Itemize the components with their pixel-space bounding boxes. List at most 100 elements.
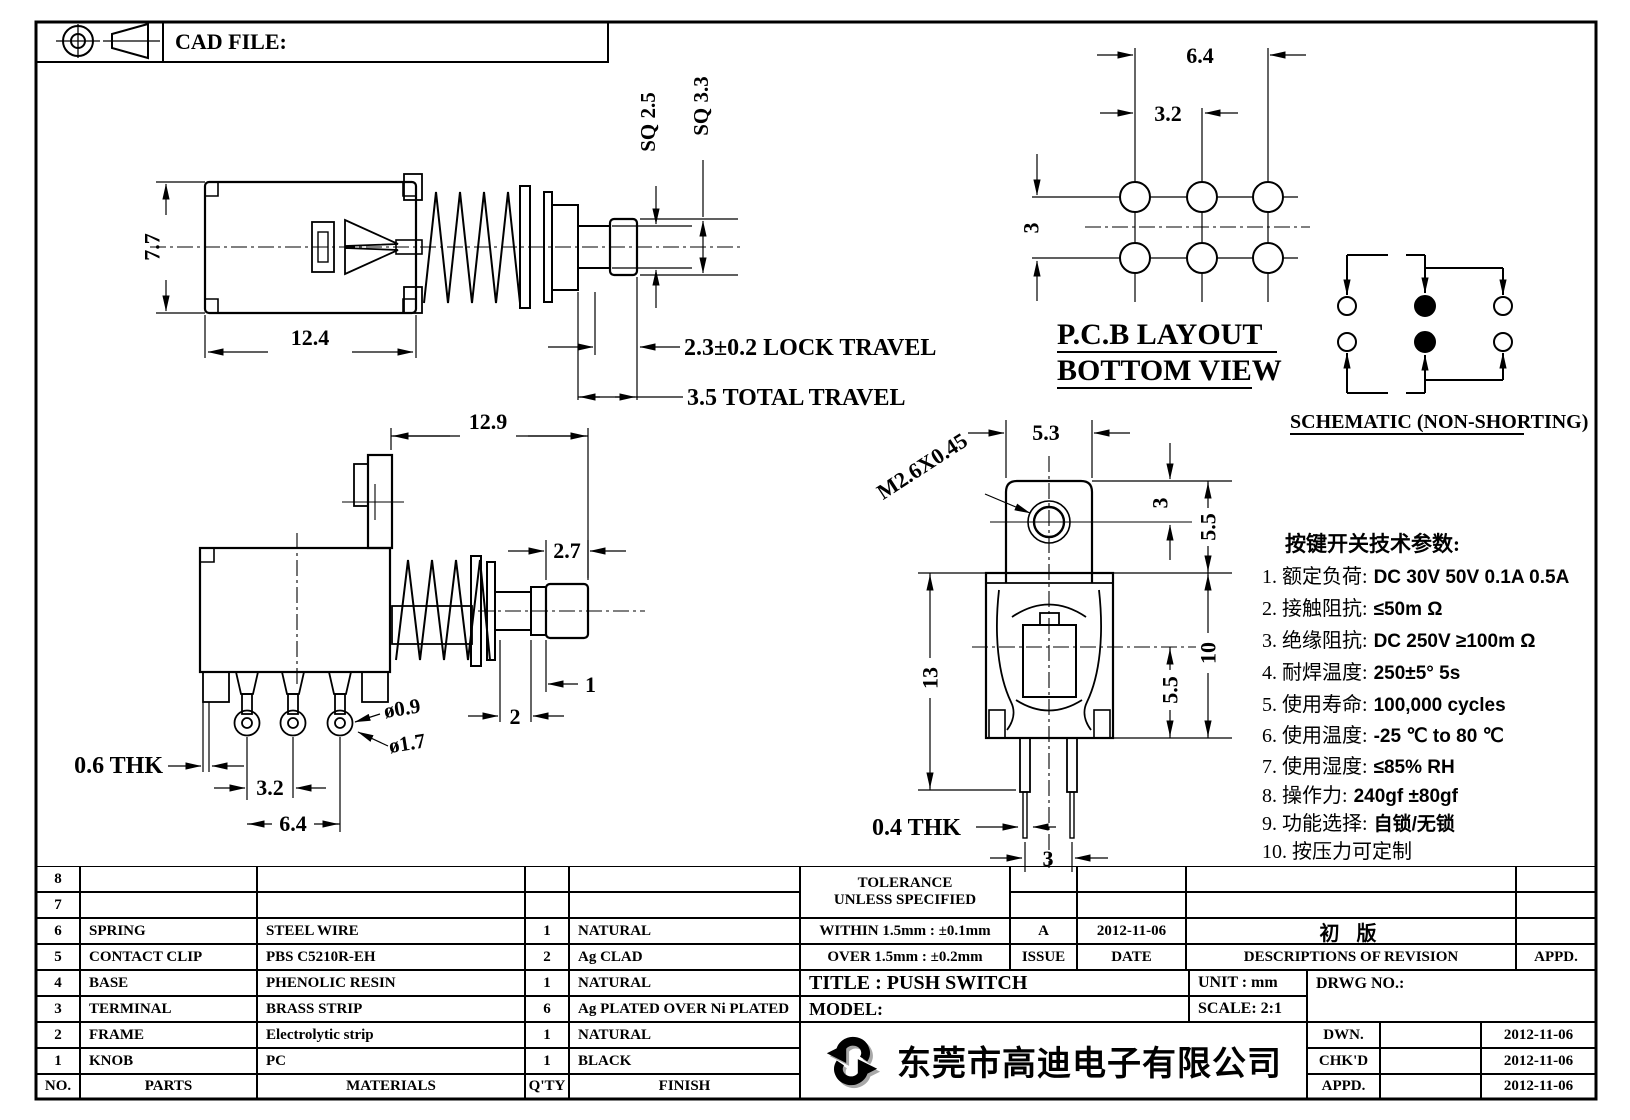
- parameter-item: 1. 额定负荷:DC 30V 50V 0.1A 0.5A: [1262, 560, 1569, 589]
- table-cell-materials: [257, 866, 525, 892]
- schematic-diagram: SCHEMATIC (NON-SHORTING): [1290, 254, 1588, 435]
- pcb-title-line2: BOTTOM VIEW: [1057, 354, 1282, 387]
- revision-description-value: 初 版: [1186, 918, 1516, 944]
- dim-pin-pitch: 3: [1043, 846, 1054, 871]
- table-header-qty: Q'TY: [525, 1074, 569, 1099]
- table-cell-no: 5: [36, 944, 80, 970]
- dim-top-length: 12.4: [291, 325, 330, 350]
- date-label: DATE: [1077, 944, 1186, 970]
- chkd-signature-empty: [1380, 1048, 1481, 1074]
- param-label: 8. 操作力:: [1262, 785, 1348, 807]
- table-cell-finish: NATURAL: [569, 918, 800, 944]
- table-cell-qty: 1: [525, 1048, 569, 1074]
- table-cell-parts: KNOB: [80, 1048, 257, 1074]
- dim-pcb-pitch: 3.2: [1154, 101, 1182, 126]
- pcb-title-line1: P.C.B LAYOUT: [1057, 318, 1262, 351]
- table-cell-no: 4: [36, 970, 80, 996]
- revision-empty-cell: [1516, 866, 1596, 892]
- table-cell-finish: BLACK: [569, 1048, 800, 1074]
- revision-empty-cell: [1077, 892, 1186, 918]
- dim-sq-large: SQ 3.3: [689, 76, 713, 136]
- pcb-layout-view: 6.4 3.2 3 P.C.B LAYOUT BOTTOM VIEW: [1019, 43, 1310, 389]
- table-cell-materials: PC: [257, 1048, 525, 1074]
- table-cell-parts: FRAME: [80, 1022, 257, 1048]
- tolerance-within: WITHIN 1.5mm : ±0.1mm: [800, 918, 1010, 944]
- dim-pcb-row: 3: [1019, 223, 1044, 234]
- table-cell-no: 6: [36, 918, 80, 944]
- param-label: 1. 额定负荷:: [1262, 566, 1368, 588]
- table-cell-no: 8: [36, 866, 80, 892]
- company-logo: [826, 1036, 881, 1088]
- param-label: 5. 使用寿命:: [1262, 694, 1368, 716]
- revision-date-value: 2012-11-06: [1077, 918, 1186, 944]
- table-header-no: NO.: [36, 1074, 80, 1099]
- table-cell-qty: 1: [525, 918, 569, 944]
- dim-side-knob: 2.7: [553, 538, 581, 563]
- parameter-item: 2. 接触阻抗:≤50m Ω: [1262, 592, 1443, 621]
- dim-side-thk: 0.6 THK: [74, 753, 163, 779]
- dim-sq-small: SQ 2.5: [636, 92, 660, 152]
- param-value: 240gf ±80gf: [1353, 786, 1458, 807]
- company-cell: 东莞市高迪电子有限公司: [800, 1022, 1307, 1099]
- table-cell-materials: PBS C5210R-EH: [257, 944, 525, 970]
- revision-empty-cell: [1077, 866, 1186, 892]
- table-cell-parts: CONTACT CLIP: [80, 944, 257, 970]
- table-cell-parts: SPRING: [80, 918, 257, 944]
- tolerance-line2: UNLESS SPECIFIED: [833, 892, 977, 908]
- table-cell-no: 7: [36, 892, 80, 918]
- cad-file-label: CAD FILE:: [175, 29, 287, 54]
- top-side-view: 7.7 12.4 SQ 2.5 SQ 3.3 2.3±0.2 LOCK TRAV…: [140, 76, 937, 411]
- dim-side-2: 2: [510, 704, 521, 729]
- table-cell-no: 3: [36, 996, 80, 1022]
- company-name: 东莞市高迪电子有限公司: [897, 1045, 1282, 1083]
- dim-pcb-span: 6.4: [1186, 43, 1214, 68]
- schematic-label: SCHEMATIC (NON-SHORTING): [1290, 411, 1588, 433]
- table-cell-finish: NATURAL: [569, 1022, 800, 1048]
- table-cell-materials: Electrolytic strip: [257, 1022, 525, 1048]
- revision-appd-empty: [1516, 918, 1596, 944]
- table-cell-qty: [525, 892, 569, 918]
- param-label: 4. 耐焊温度:: [1262, 662, 1368, 684]
- revision-empty-cell: [1186, 892, 1516, 918]
- param-label: 3. 绝缘阻抗:: [1262, 630, 1368, 652]
- param-value: ≤85% RH: [1373, 757, 1455, 778]
- drawing-title: TITLE : PUSH SWITCH: [800, 970, 1189, 996]
- table-cell-parts: [80, 892, 257, 918]
- param-value: DC 250V ≥100m Ω: [1373, 631, 1536, 652]
- parameter-item: 3. 绝缘阻抗:DC 250V ≥100m Ω: [1262, 624, 1535, 653]
- side-view-with-terminals: 12.9 2.7 1 2 ø0.9 ø1.7 0.6 THK 3.2 6.4: [74, 409, 645, 836]
- table-cell-qty: 1: [525, 1022, 569, 1048]
- revision-empty-cell: [1516, 892, 1596, 918]
- drwg-no-cell: DRWG NO.:: [1307, 970, 1596, 1022]
- chkd-label: CHK'D: [1307, 1048, 1380, 1074]
- model-cell: MODEL:: [800, 996, 1189, 1022]
- dim-front-width: 5.3: [1032, 420, 1060, 445]
- dim-top-height: 7.7: [140, 233, 165, 261]
- table-cell-qty: 2: [525, 944, 569, 970]
- table-cell-finish: [569, 892, 800, 918]
- appd-date: 2012-11-06: [1481, 1074, 1596, 1099]
- param-label: 9. 功能选择:: [1262, 813, 1368, 835]
- table-cell-no: 1: [36, 1048, 80, 1074]
- scale-cell: SCALE: 2:1: [1189, 996, 1307, 1022]
- dwn-label: DWN.: [1307, 1022, 1380, 1048]
- revision-empty-cell: [1010, 892, 1077, 918]
- table-cell-materials: STEEL WIRE: [257, 918, 525, 944]
- dim-body-10: 10: [1196, 642, 1221, 664]
- tolerance-over: OVER 1.5mm : ±0.2mm: [800, 944, 1010, 970]
- parameter-item: 6. 使用温度:-25 ℃ to 80 ℃: [1262, 719, 1504, 748]
- dim-ear-55: 5.5: [1196, 513, 1221, 541]
- table-cell-materials: PHENOLIC RESIN: [257, 970, 525, 996]
- table-cell-qty: 6: [525, 996, 569, 1022]
- param-value: 100,000 cycles: [1373, 695, 1506, 716]
- unit-cell: UNIT : mm: [1189, 970, 1307, 996]
- param-label: 10. 按压力可定制: [1262, 841, 1412, 863]
- issue-label: ISSUE: [1010, 944, 1077, 970]
- descriptions-label: DESCRIPTIONS OF REVISION: [1186, 944, 1516, 970]
- param-value: ≤50m Ω: [1373, 599, 1443, 620]
- param-value: DC 30V 50V 0.1A 0.5A: [1373, 567, 1570, 588]
- chkd-date: 2012-11-06: [1481, 1048, 1596, 1074]
- table-header-finish: FINISH: [569, 1074, 800, 1099]
- tolerance-line1: TOLERANCE: [857, 875, 953, 891]
